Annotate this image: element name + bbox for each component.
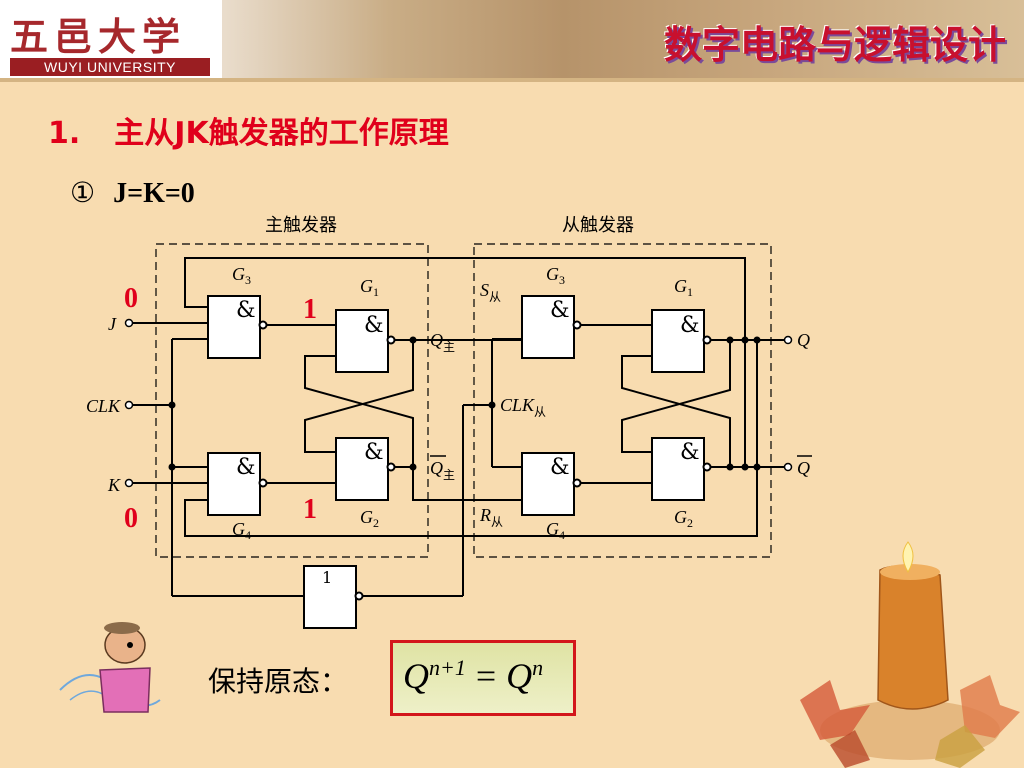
slave-g3-and-symbol: &: [550, 298, 570, 323]
logo-chinese-text: 五邑大学: [10, 14, 187, 59]
output-q-label: Q: [797, 330, 810, 350]
g4-and-symbol: &: [236, 455, 256, 480]
io-labels: J CLK K Q Q Q主 Q主 S从 R从 CLK从: [86, 280, 810, 529]
condition-marker: ①: [70, 178, 96, 209]
g1-and-symbol: &: [364, 313, 384, 338]
master-g3-gate: [207, 295, 261, 359]
master-g4-gate: [207, 452, 261, 516]
output-qbar-label: Q: [797, 458, 810, 478]
value-g3-output: 1: [303, 294, 317, 325]
logo-english-bar: [10, 58, 210, 76]
slave-g2-and-symbol: &: [680, 440, 700, 465]
section-title: 主从JK触发器的工作原理: [114, 116, 449, 151]
slave-g4-and-symbol: &: [550, 455, 570, 480]
slave-dashed-box: [473, 243, 772, 558]
slave-box-label: 从触发器: [562, 215, 634, 236]
condition-line: ① J=K=0: [70, 176, 195, 210]
eq-q-left: Q: [403, 656, 429, 696]
slave-g1-label: G1: [674, 276, 693, 299]
logic-gates: [207, 295, 712, 629]
logic-values: 0 0 1 1: [124, 283, 317, 534]
master-box-label: 主触发器: [265, 215, 337, 236]
slave-g4-gate: [521, 452, 575, 516]
q-master-label: Q主: [430, 330, 455, 354]
input-j-label: J: [108, 314, 117, 334]
slave-g2-label: G2: [674, 507, 693, 530]
gate-symbols: & & & & & & & & 1: [236, 298, 700, 587]
university-logo: 五邑大学 WUYI UNIVERSITY: [0, 0, 222, 78]
g3-and-symbol: &: [236, 298, 256, 323]
section-number: 1.: [48, 116, 81, 151]
input-k-label: K: [107, 475, 121, 495]
inverter-gate: [303, 565, 357, 629]
wire-junctions: [168, 336, 761, 471]
master-dashed-box: [155, 243, 429, 558]
slave-g1-and-symbol: &: [680, 313, 700, 338]
eq-sup-left: n+1: [429, 655, 466, 680]
autumn-leaves-icon: [800, 675, 1020, 768]
eq-q-right: Q: [506, 656, 533, 696]
input-clk-label: CLK: [86, 396, 121, 416]
master-g3-label: G3: [232, 264, 251, 287]
s-slave-label: S从: [480, 280, 501, 304]
terminals: [124, 318, 793, 488]
slave-g3-gate: [521, 295, 575, 359]
master-g2-label: G2: [360, 507, 379, 530]
value-k: 0: [124, 503, 138, 534]
gate-labels: G3 G1 G2 G4 G3 G1 G2 G4: [232, 264, 693, 542]
slave-g2-gate: [651, 437, 705, 501]
cartoon-professor-icon: [59, 622, 161, 713]
value-j: 0: [124, 283, 138, 314]
result-label: 保持原态：: [208, 665, 349, 698]
master-g4-label: G4: [232, 519, 251, 542]
slave-g3-label: G3: [546, 264, 565, 287]
circuit-wires: [130, 257, 786, 597]
r-slave-label: R从: [479, 505, 503, 529]
equation-box: Qn+1=Qn: [390, 640, 576, 716]
g2-and-symbol: &: [364, 440, 384, 465]
eq-sup-right: n: [532, 655, 544, 680]
characteristic-equation: Qn+1=Qn: [403, 655, 543, 697]
course-title: 数字电路与逻辑设计: [663, 23, 1006, 67]
eq-operator: =: [475, 656, 497, 696]
header-divider: [0, 78, 1024, 82]
output-feedback-wires: [744, 340, 758, 467]
inverter-symbol: 1: [322, 568, 332, 587]
qbar-master-label: Q主: [430, 458, 455, 482]
slave-g4-label: G4: [546, 519, 565, 542]
master-g1-label: G1: [360, 276, 379, 299]
logo-english-text: WUYI UNIVERSITY: [44, 59, 176, 75]
value-g4-output: 1: [303, 494, 317, 525]
section-heading: 1. 主从JK触发器的工作原理: [48, 108, 449, 152]
slave-g1-gate: [651, 309, 705, 373]
condition-text: J=K=0: [113, 178, 195, 209]
clk-slave-label: CLK从: [500, 395, 546, 419]
